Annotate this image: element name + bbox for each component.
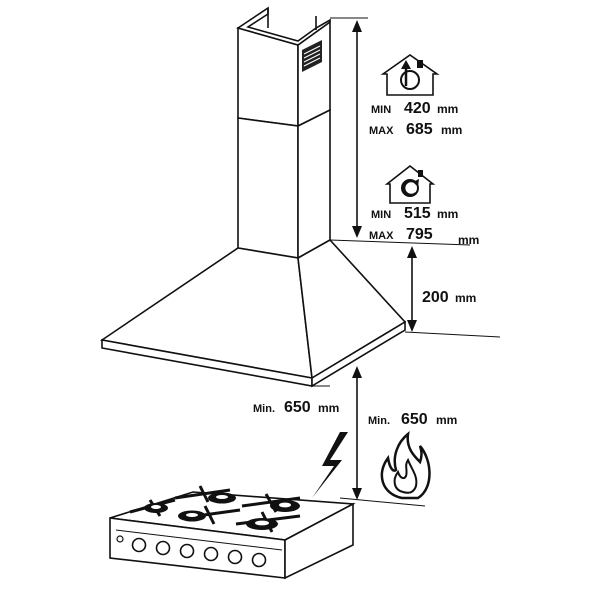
vent-grille — [302, 40, 322, 72]
lightning-bolt-icon — [312, 432, 348, 498]
gas-cooker — [109, 485, 356, 580]
burners — [129, 485, 301, 533]
hood-height-value: 200 — [422, 289, 449, 306]
hood-height-label: 200 mm — [422, 289, 476, 306]
house-exhaust-out-icon — [380, 54, 440, 96]
clearance-gas-unit: mm — [436, 413, 457, 427]
vented-max-unit: mm — [441, 123, 462, 137]
clearance-electric-value: 650 — [284, 399, 311, 416]
clearance-electric-prefix: Min. — [253, 403, 275, 415]
clearance-gas-label: Min. 650 mm — [368, 411, 457, 428]
vented-min-value: 420 — [404, 100, 431, 117]
recirculating-min-unit: mm — [437, 207, 458, 221]
vented-max-prefix: MAX — [369, 125, 394, 137]
chimney-lower-front — [237, 117, 299, 259]
cooker-side-panel — [284, 502, 354, 580]
clearance-electric-label: Min. 650 mm — [253, 399, 339, 416]
chimney-hood — [99, 6, 407, 388]
canopy-rim-side — [311, 320, 406, 388]
hood-height-unit: mm — [455, 291, 476, 305]
gas-flame-icon — [380, 431, 431, 500]
recirculating-min-prefix: MIN — [371, 209, 391, 221]
vented-min-prefix: MIN — [371, 104, 391, 116]
clearance-gas-prefix: Min. — [368, 415, 390, 427]
chimney-lower-side — [297, 108, 331, 260]
clearance-electric-unit: mm — [318, 401, 339, 415]
dimension-lines — [312, 17, 501, 507]
recirculating-min-value: 515 — [404, 205, 431, 222]
vented-max-value: 685 — [406, 121, 433, 138]
control-knobs — [116, 535, 267, 568]
house-recirculation-icon — [384, 164, 436, 204]
clearance-gas-value: 650 — [401, 411, 428, 428]
vented-min-unit: mm — [437, 102, 458, 116]
recirculating-max-prefix: MAX — [369, 230, 394, 242]
vented-dimension-labels: MIN 420 mm MAX 685 mm — [369, 100, 462, 138]
recirculating-max-unit: mm — [458, 233, 479, 247]
recirculating-max-value: 795 — [406, 226, 433, 243]
recirculating-dimension-labels: MIN 515 mm MAX 795 mm — [369, 205, 479, 247]
